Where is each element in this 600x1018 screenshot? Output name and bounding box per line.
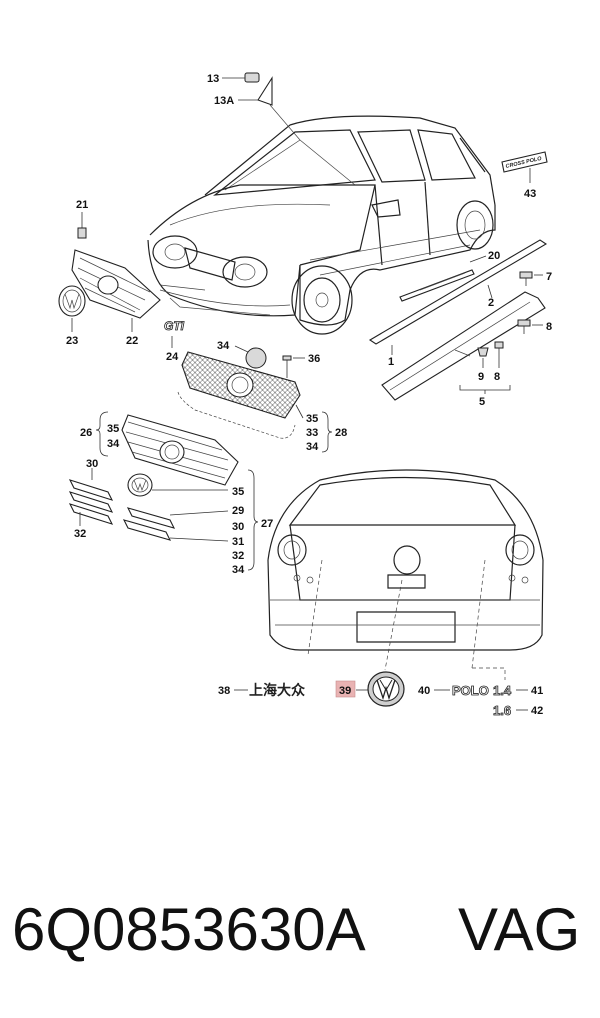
callout-5: 5 — [479, 396, 485, 408]
part-8-clip-lower — [494, 341, 504, 368]
callout-8-right: 8 — [546, 321, 552, 333]
part-13-clip — [222, 72, 260, 83]
callout-30-left: 30 — [86, 458, 98, 470]
callout-29: 29 — [232, 505, 244, 517]
part-1-sill-strip — [381, 291, 546, 401]
highlight-box-39 — [335, 680, 356, 698]
callout-34-top: 34 — [217, 340, 230, 352]
car-front-view — [147, 115, 496, 335]
part-33-trim-strip — [177, 391, 296, 439]
callout-24: 24 — [166, 351, 179, 363]
callout-7: 7 — [546, 271, 552, 283]
callout-38: 38 — [218, 685, 230, 697]
callout-34-bottom: 34 — [232, 564, 245, 576]
part-43-cross-polo-badge: CROSS POLO — [501, 151, 548, 173]
callout-43: 43 — [524, 188, 536, 200]
callout-22: 22 — [126, 335, 138, 347]
part-24-gti-badge: GTI — [164, 319, 185, 334]
gti-badge-text: GTI — [164, 319, 185, 333]
callout-42: 42 — [531, 705, 543, 717]
callout-35-left: 35 — [107, 423, 119, 435]
callout-39: 39 — [339, 685, 351, 697]
callout-41: 41 — [531, 685, 543, 697]
badge-1-4: 1.4 — [493, 683, 512, 698]
part-35-chrome-grille — [121, 414, 239, 486]
part-22-upper-grille — [71, 249, 206, 319]
callout-13A: 13A — [214, 95, 234, 107]
callout-35-mid: 35 — [232, 486, 244, 498]
part-35-vw-emblem-small — [127, 473, 228, 497]
part-35-honeycomb-grille — [181, 351, 301, 419]
part-13A-triangle-cover — [238, 76, 301, 141]
callout-34-mid: 34 — [306, 441, 319, 453]
part-34-emblem-cover — [234, 345, 267, 369]
part-39-rear-vw-emblem — [367, 671, 405, 707]
part-31-right-louvre — [122, 507, 176, 541]
callout-30-right: 30 — [232, 521, 244, 533]
callout-8-lower: 8 — [494, 371, 500, 383]
callout-26: 26 — [80, 427, 92, 439]
chinese-brand-badge: 上海大众 — [249, 682, 305, 699]
part-21-screw — [77, 212, 87, 239]
callout-9: 9 — [478, 371, 484, 383]
callout-2: 2 — [488, 297, 494, 309]
part-23-vw-emblem — [58, 285, 86, 317]
callout-40: 40 — [418, 685, 430, 697]
callout-13: 13 — [207, 73, 219, 85]
callout-20: 20 — [488, 250, 500, 262]
badge-1-6: 1.6 — [493, 703, 511, 718]
part-number-label: 6Q0853630A — [12, 896, 366, 963]
part-2-door-strip — [368, 239, 548, 345]
callout-35-top: 35 — [306, 413, 318, 425]
part-9-clip — [477, 347, 489, 368]
part-36-screw — [282, 355, 305, 378]
callout-31: 31 — [232, 536, 244, 548]
callout-34-left: 34 — [107, 438, 120, 450]
callout-32-right: 32 — [232, 550, 244, 562]
callout-1: 1 — [388, 356, 394, 368]
callout-27: 27 — [261, 518, 273, 530]
callout-36: 36 — [308, 353, 320, 365]
callout-23: 23 — [66, 335, 78, 347]
part-32-left-louvre — [68, 479, 114, 525]
polo-badge-text: POLO — [452, 683, 489, 698]
car-rear-view — [267, 469, 544, 651]
callout-32-left: 32 — [74, 528, 86, 540]
part-7-clip — [519, 271, 543, 286]
callout-21: 21 — [76, 199, 88, 211]
callout-33: 33 — [306, 427, 318, 439]
parts-diagram: 13 13A 21 22 23 GTI 24 34 36 — [58, 72, 552, 718]
part-8-clip-right — [517, 319, 543, 334]
part-20-side-molding — [399, 269, 475, 302]
brand-label: VAG — [458, 896, 581, 963]
callout-28: 28 — [335, 427, 347, 439]
